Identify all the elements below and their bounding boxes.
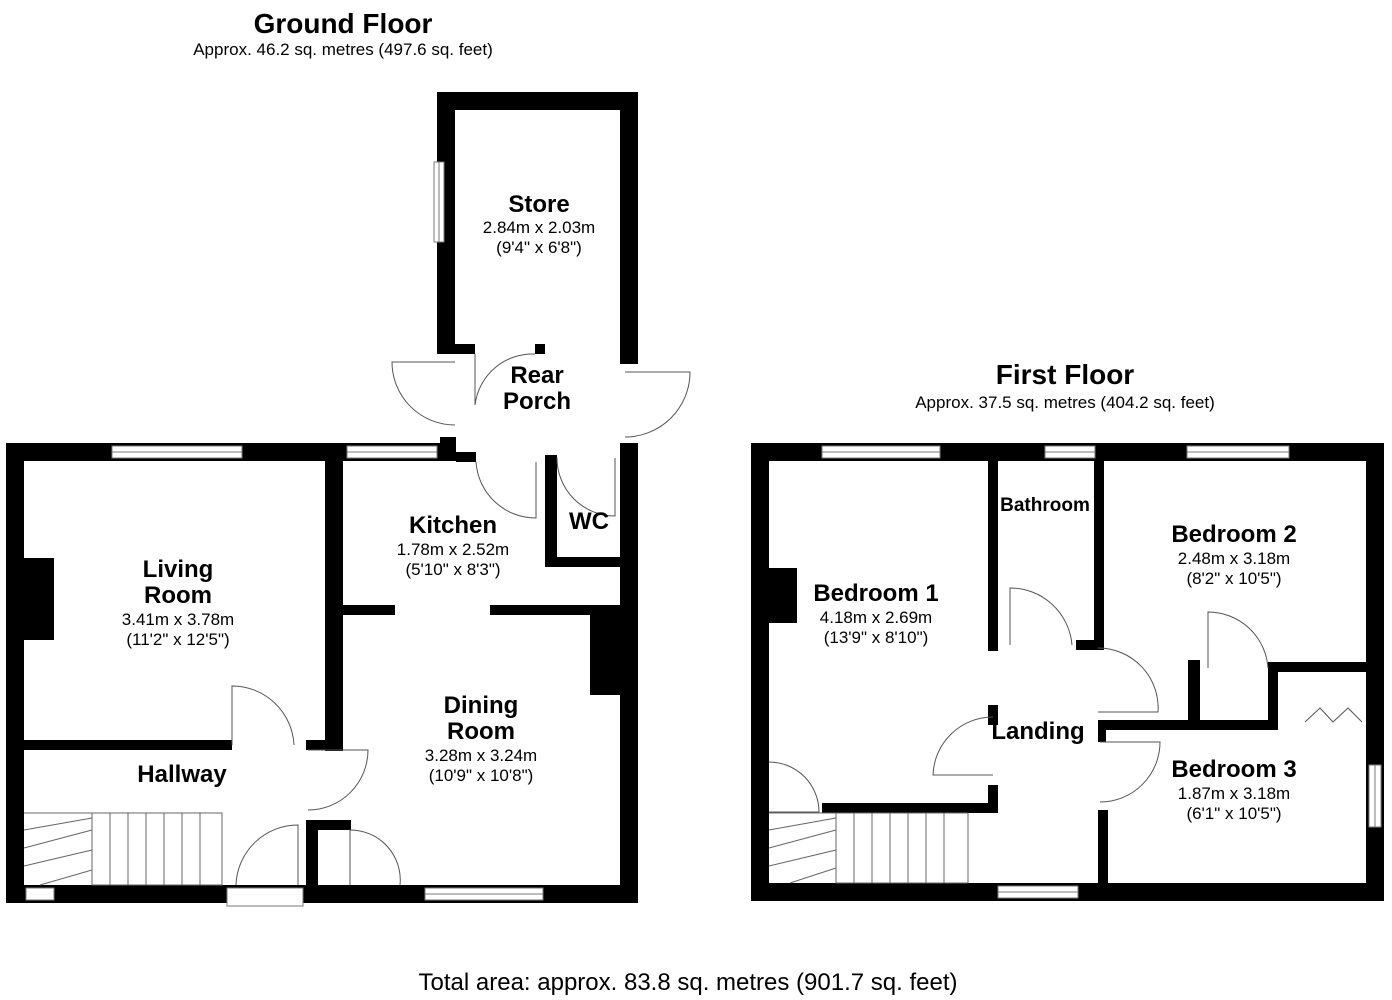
window xyxy=(25,887,55,901)
ground-floor-area: Approx. 46.2 sq. metres (497.6 sq. feet) xyxy=(193,40,493,59)
kitchen-imperial: (5'10" x 8'3") xyxy=(405,560,500,579)
door-swing xyxy=(932,716,994,776)
bedroom2-metric: 2.48m x 3.18m xyxy=(1178,549,1290,568)
wall xyxy=(1098,730,1106,742)
wall xyxy=(620,443,638,463)
store-name: Store xyxy=(508,191,569,218)
wall xyxy=(545,455,557,567)
door-swing xyxy=(307,749,369,811)
wall xyxy=(437,92,637,110)
door-swing xyxy=(349,829,401,886)
living-room-metric: 3.41m x 3.78m xyxy=(122,610,234,629)
door-swing xyxy=(1099,741,1161,803)
rear-porch-name-2: Porch xyxy=(503,388,571,415)
bedroom1-name: Bedroom 1 xyxy=(813,580,938,607)
chimney-breast xyxy=(24,558,54,640)
wall xyxy=(306,740,343,750)
bifold-door xyxy=(1304,707,1363,723)
bedroom1-imperial: (13'9" x 8'10") xyxy=(824,628,929,647)
ground-floor-title: Ground Floor xyxy=(254,8,433,39)
wall xyxy=(20,740,232,750)
wall xyxy=(440,437,456,461)
wall xyxy=(535,344,545,354)
first-floor-title: First Floor xyxy=(996,359,1135,390)
door-swing xyxy=(768,761,820,813)
wall xyxy=(620,443,638,903)
bedroom3-metric: 1.87m x 3.18m xyxy=(1178,784,1290,803)
wall xyxy=(988,785,998,813)
rear-porch-name-1: Rear xyxy=(510,362,563,389)
bedroom1-metric: 4.18m x 2.69m xyxy=(820,608,932,627)
wall xyxy=(1268,662,1368,672)
door-swing xyxy=(475,461,537,519)
ground-floor-plan xyxy=(6,92,691,907)
wall xyxy=(988,461,998,651)
door-swing xyxy=(1207,611,1269,669)
wall xyxy=(6,443,24,903)
total-area: Total area: approx. 83.8 sq. metres (901… xyxy=(419,969,958,996)
wall xyxy=(340,605,395,615)
wall xyxy=(325,461,343,751)
wall xyxy=(437,92,455,354)
door-swing xyxy=(391,361,456,426)
bedroom3-imperial: (6'1" x 10'5") xyxy=(1186,804,1281,823)
chimney-breast xyxy=(769,568,797,623)
bathroom-name: Bathroom xyxy=(1000,495,1090,516)
wall xyxy=(1094,461,1104,646)
door-swing xyxy=(474,353,536,406)
store-imperial: (9'4" x 6'8") xyxy=(496,238,582,257)
bedroom2-imperial: (8'2" x 10'5") xyxy=(1186,569,1281,588)
wall xyxy=(620,92,638,364)
wall xyxy=(545,557,625,567)
door-swing xyxy=(235,824,299,886)
wall xyxy=(456,452,476,462)
kitchen-metric: 1.78m x 2.52m xyxy=(397,540,509,559)
dining-room-name-1: Dining xyxy=(444,692,519,719)
bedroom3-name: Bedroom 3 xyxy=(1171,756,1296,783)
staircase xyxy=(768,812,969,884)
landing-name: Landing xyxy=(991,718,1084,745)
first-floor-plan xyxy=(751,443,1384,901)
wall xyxy=(1268,662,1278,728)
dining-room-metric: 3.28m x 3.24m xyxy=(425,746,537,765)
door-swing xyxy=(624,371,691,438)
staircase xyxy=(23,812,223,886)
wall xyxy=(1188,660,1200,728)
hallway-name: Hallway xyxy=(137,761,227,788)
bedroom2-name: Bedroom 2 xyxy=(1171,521,1296,548)
door-swing xyxy=(231,685,295,746)
front-door-frame xyxy=(226,887,304,907)
wall xyxy=(306,820,318,890)
chimney-breast xyxy=(590,615,622,695)
wall xyxy=(306,820,351,830)
living-room-imperial: (11'2" x 12'5") xyxy=(126,630,229,649)
door-swing xyxy=(1097,647,1159,713)
door-swing xyxy=(556,457,616,517)
wall xyxy=(1366,443,1384,901)
living-room-name-1: Living xyxy=(143,556,214,583)
dining-room-imperial: (10'9" x 10'8") xyxy=(429,766,534,785)
wall xyxy=(455,344,475,354)
store-metric: 2.84m x 2.03m xyxy=(483,218,595,237)
dining-room-name-2: Room xyxy=(447,718,515,745)
wall xyxy=(751,443,769,900)
wall xyxy=(490,605,625,615)
first-floor-area: Approx. 37.5 sq. metres (404.2 sq. feet) xyxy=(915,393,1215,412)
kitchen-name: Kitchen xyxy=(409,512,497,539)
wall xyxy=(822,803,997,813)
wall xyxy=(1076,640,1104,650)
living-room-name-2: Room xyxy=(144,582,212,609)
wc-name: WC xyxy=(569,508,609,535)
door-swing xyxy=(1009,587,1073,646)
wall xyxy=(988,705,998,725)
wall xyxy=(1098,810,1108,890)
